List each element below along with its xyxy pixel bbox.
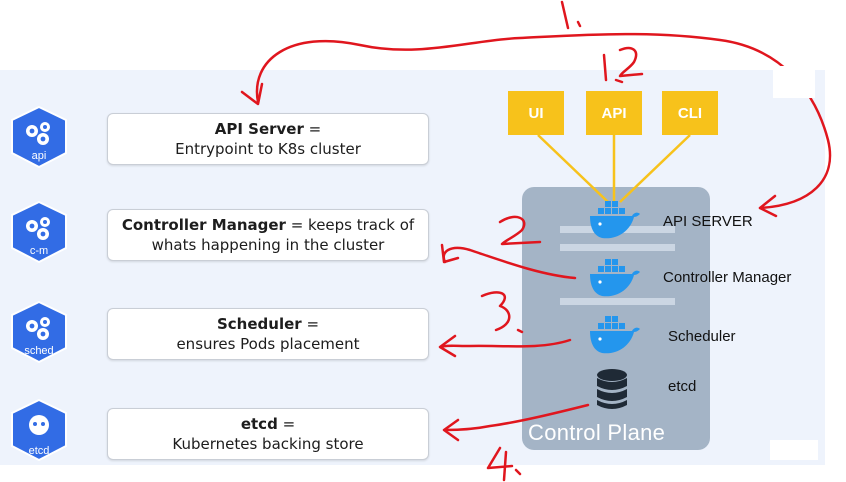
svg-text:c-m: c-m [30, 245, 48, 257]
cp-etcd-label: etcd [668, 378, 697, 395]
api-hexagon-icon: api [11, 105, 67, 169]
scheduler-hexagon-icon: sched [11, 300, 67, 364]
svg-text:etcd: etcd [29, 445, 50, 457]
whiteout-patch [770, 440, 818, 460]
annotation-arrow-1 [255, 32, 832, 210]
etcd-title: etcd [240, 415, 278, 433]
scheduler-title: Scheduler [216, 315, 302, 333]
annotation-arrowhead [442, 418, 460, 442]
cp-api-server-label: API SERVER [663, 213, 753, 230]
client-api-box: API [586, 91, 642, 135]
control-plane-title: Control Plane [528, 420, 666, 445]
docker-whale-icon [590, 316, 640, 354]
client-ui-box: UI [508, 91, 564, 135]
annotation-number-2 [498, 215, 542, 246]
annotation-arrowhead [758, 194, 778, 218]
annotation-number-3 [480, 291, 524, 334]
annotation-number-4 [486, 446, 522, 482]
client-cli-label: CLI [677, 104, 703, 122]
scheduler-description: ensures Pods placement [176, 335, 360, 353]
controller-manager-suffix: = keeps track of [285, 216, 415, 234]
client-api-label: API [601, 104, 627, 122]
etcd-hexagon-icon: etcd [11, 398, 67, 462]
cp-scheduler-label: Scheduler [668, 328, 736, 345]
etcd-card: etcd = Kubernetes backing store [107, 408, 429, 460]
api-server-title: API Server [214, 120, 304, 138]
client-cli-box: CLI [662, 91, 718, 135]
scheduler-equals: = [301, 315, 320, 333]
panel-stripe [560, 298, 675, 305]
annotation-arrow-4 [443, 403, 590, 432]
etcd-equals: = [277, 415, 296, 433]
annotation-arrow-3 [440, 338, 572, 349]
controller-manager-description: whats happening in the cluster [151, 236, 385, 254]
docker-whale-icon [590, 259, 640, 297]
docker-whale-icon [590, 201, 640, 239]
annotation-arrowhead [438, 334, 457, 358]
database-icon [597, 369, 627, 409]
controller-manager-title: Controller Manager [121, 216, 286, 234]
client-ui-label: UI [528, 104, 544, 122]
scheduler-card: Scheduler = ensures Pods placement [107, 308, 429, 360]
controller-manager-hexagon-icon: c-m [11, 200, 67, 264]
api-server-description: Entrypoint to K8s cluster [175, 140, 361, 158]
annotation-arrow-2 [442, 246, 577, 280]
svg-text:sched: sched [24, 345, 53, 357]
controller-manager-card: Controller Manager = keeps track of what… [107, 209, 429, 261]
svg-text:api: api [32, 150, 47, 162]
annotation-number-1 [560, 0, 582, 30]
whiteout-patch [773, 66, 815, 98]
api-server-card: API Server = Entrypoint to K8s cluster [107, 113, 429, 165]
annotation-number-1-2 [602, 46, 644, 84]
annotation-arrowhead [440, 243, 460, 264]
api-server-equals: = [303, 120, 322, 138]
panel-stripe [560, 244, 675, 251]
annotation-arrowhead [240, 82, 264, 106]
etcd-description: Kubernetes backing store [172, 435, 364, 453]
cp-controller-manager-label: Controller Manager [663, 269, 792, 286]
